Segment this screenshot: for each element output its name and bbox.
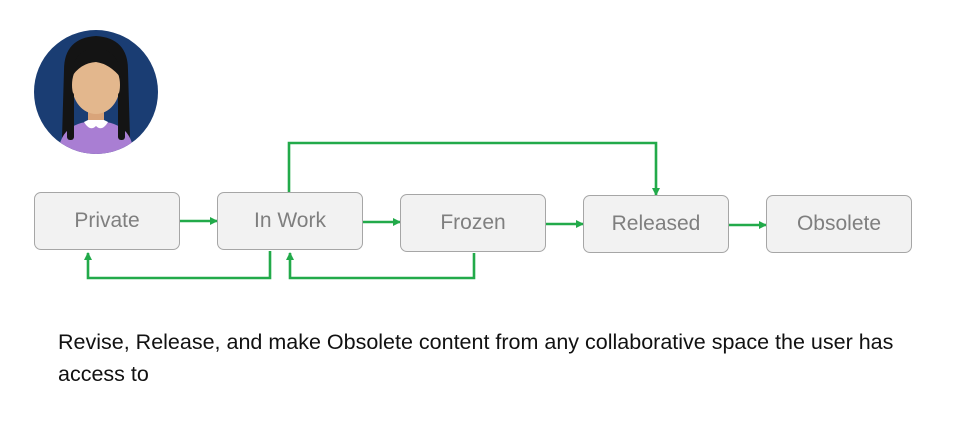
arrow-in-work-to-private	[84, 251, 272, 280]
arrow-frozen-to-in-work	[286, 252, 476, 280]
state-obsolete-label: Obsolete	[796, 212, 882, 235]
state-in-work: In Work	[217, 192, 363, 250]
state-obsolete: Obsolete	[766, 195, 912, 253]
user-avatar-icon	[34, 30, 158, 154]
state-private-label: Private	[74, 209, 140, 232]
state-in-work-label: In Work	[254, 209, 326, 232]
state-frozen-label: Frozen	[440, 211, 506, 234]
state-frozen: Frozen	[400, 194, 546, 252]
state-released: Released	[583, 195, 729, 253]
caption-text: Revise, Release, and make Obsolete conte…	[58, 330, 894, 386]
state-private: Private	[34, 192, 180, 250]
arrow-in-work-to-released	[287, 141, 660, 196]
state-released-label: Released	[611, 212, 701, 235]
